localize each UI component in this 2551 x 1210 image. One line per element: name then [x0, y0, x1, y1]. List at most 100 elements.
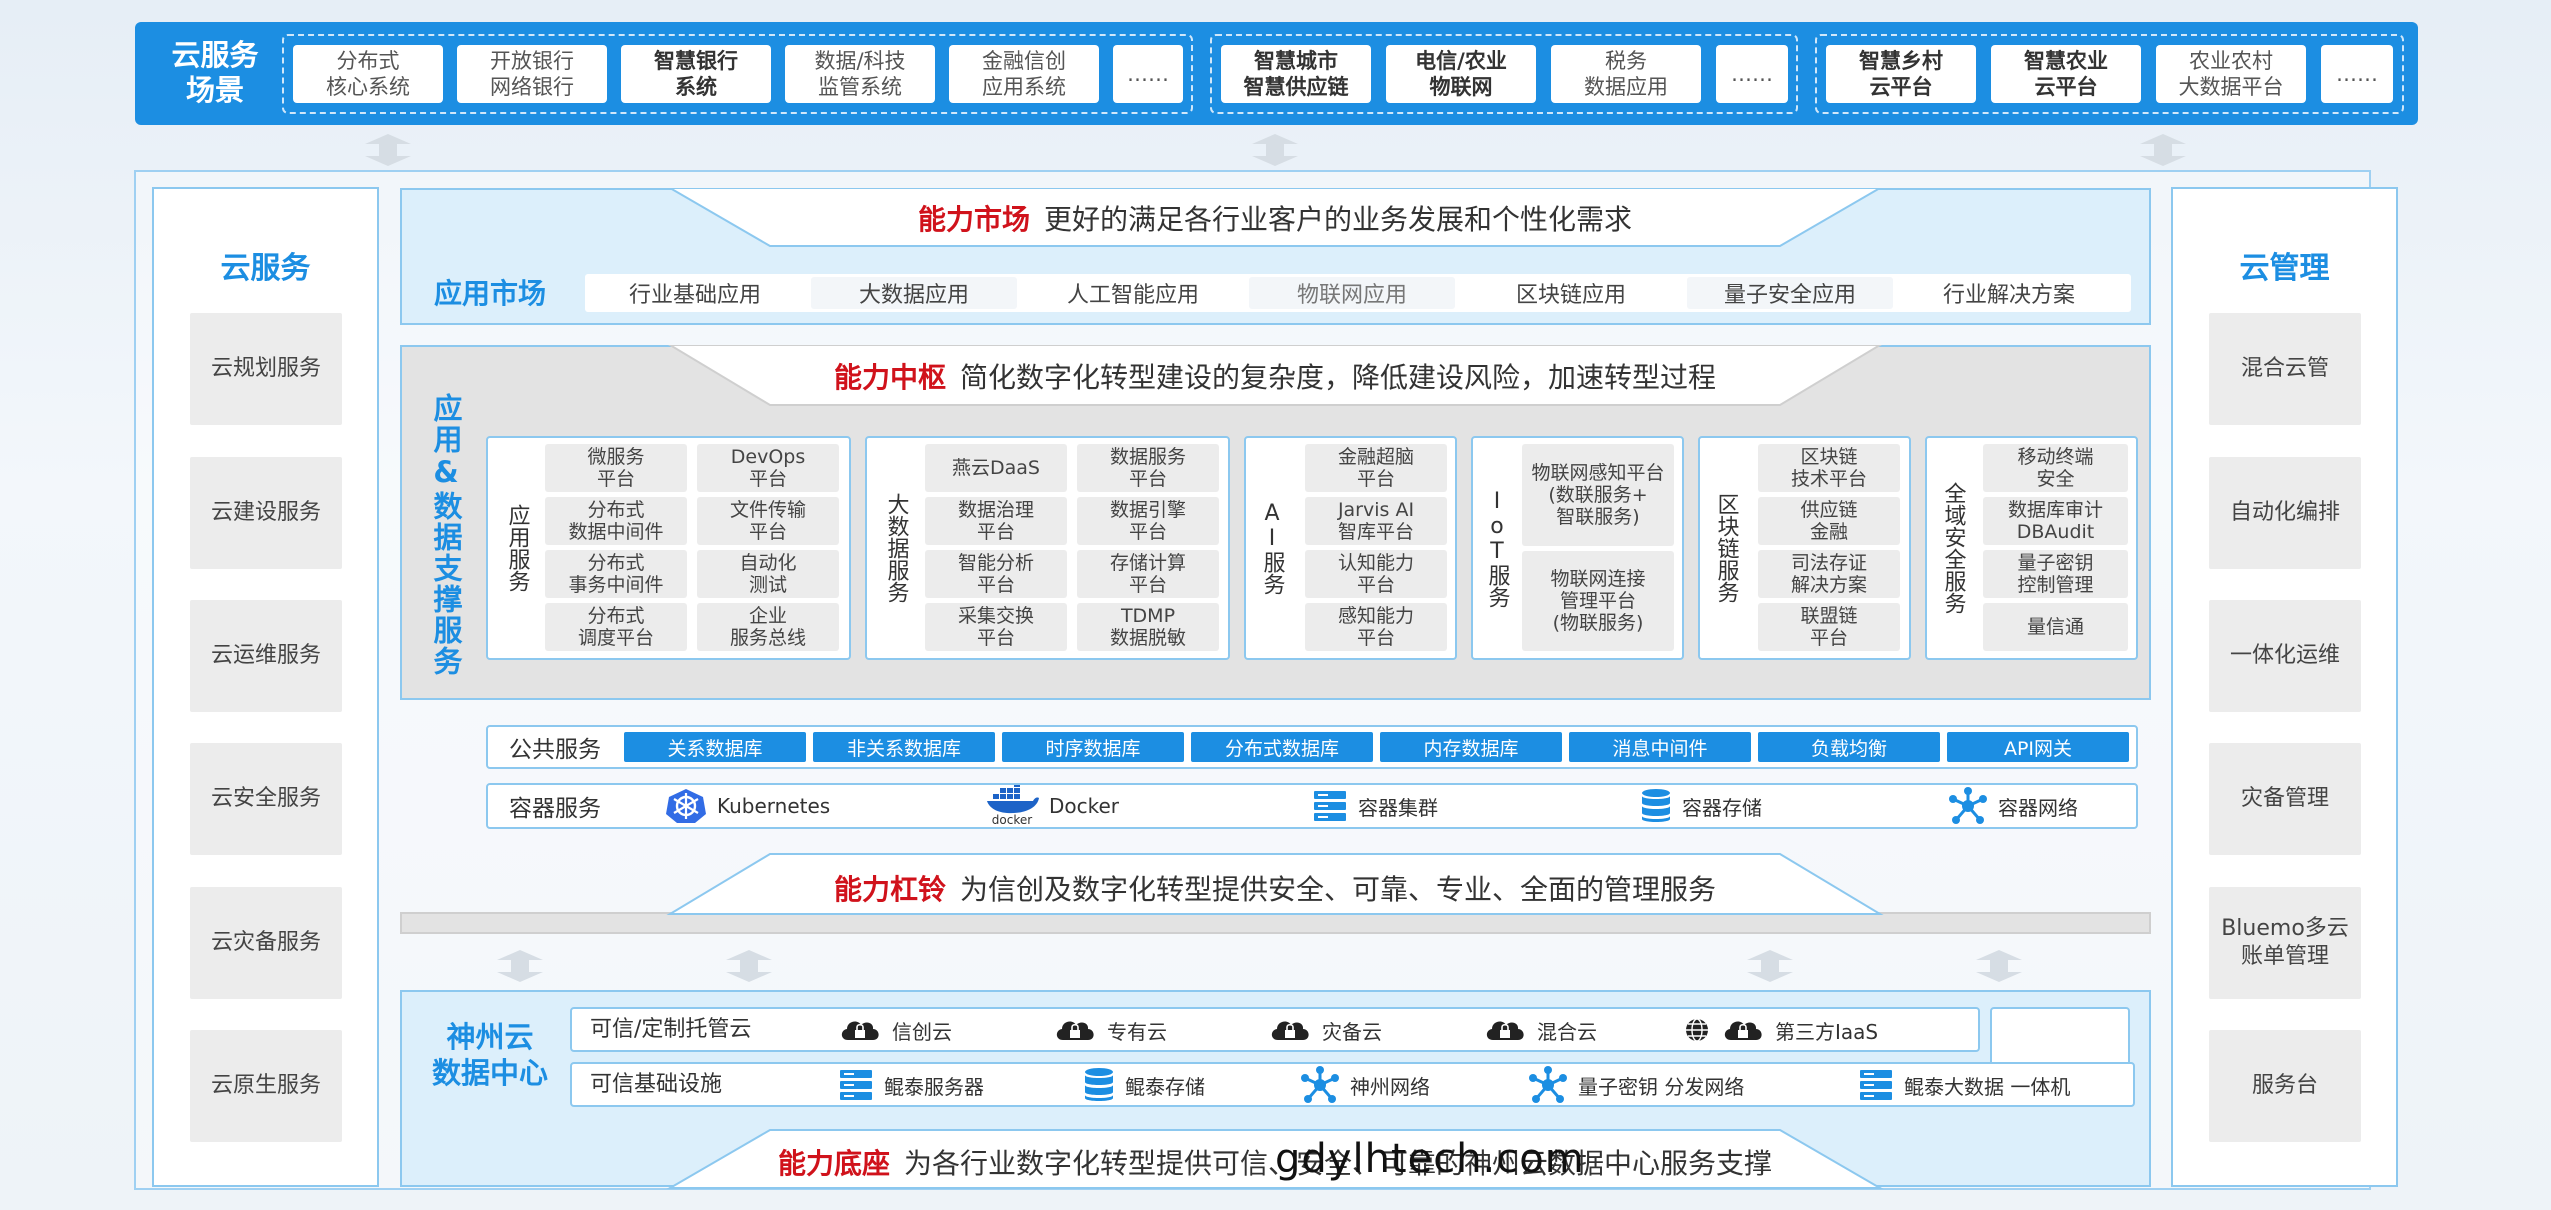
- cloud-management-item[interactable]: 服务台: [2209, 1030, 2361, 1142]
- service-cell[interactable]: 自动化 测试: [697, 550, 839, 598]
- trusted-cloud-label: 灾备云: [1322, 1019, 1382, 1044]
- container-item-kubernetes[interactable]: Kubernetes: [665, 787, 830, 825]
- service-cell[interactable]: 司法存证 解决方案: [1758, 550, 1900, 598]
- app-market-item[interactable]: 大数据应用: [811, 277, 1017, 309]
- service-cell[interactable]: 文件传输 平台: [697, 497, 839, 545]
- service-cell[interactable]: 存储计算 平台: [1077, 550, 1219, 598]
- container-item-docker[interactable]: docker Docker: [985, 785, 1119, 827]
- public-service-item[interactable]: 非关系数据库: [813, 732, 995, 762]
- scenario-item[interactable]: 农业农村 大数据平台: [2156, 45, 2306, 103]
- service-cell[interactable]: 采集交换 平台: [925, 603, 1067, 651]
- cloud-service-item[interactable]: 云规划服务: [190, 313, 342, 425]
- app-market-item[interactable]: 人工智能应用: [1030, 277, 1236, 309]
- service-cell[interactable]: 企业 服务总线: [697, 603, 839, 651]
- trusted-cloud-item[interactable]: 灾备云: [1268, 1014, 1382, 1046]
- service-cell[interactable]: 认知能力 平台: [1305, 550, 1447, 598]
- service-cell[interactable]: 分布式 数据中间件: [545, 497, 687, 545]
- public-service-item[interactable]: 消息中间件: [1569, 732, 1751, 762]
- scenario-item[interactable]: 智慧农业 云平台: [1991, 45, 2141, 103]
- scenario-item[interactable]: 数据/科技 监管系统: [785, 45, 935, 103]
- scenario-item[interactable]: 分布式 核心系统: [293, 45, 443, 103]
- blockchain-service-label: 区块链服务: [1713, 493, 1739, 603]
- trusted-cloud-label: 专有云: [1107, 1019, 1167, 1044]
- service-cell[interactable]: 智能分析 平台: [925, 550, 1067, 598]
- trusted-cloud-item[interactable]: 混合云: [1483, 1014, 1597, 1046]
- service-cell[interactable]: 量子密钥 控制管理: [1983, 550, 2128, 598]
- service-cell[interactable]: TDMP 数据脱敏: [1077, 603, 1219, 651]
- cloud-service-item[interactable]: 云原生服务: [190, 1030, 342, 1142]
- cloud-lock-icon: [1724, 1021, 1762, 1040]
- app-market-item[interactable]: 物联网应用: [1249, 277, 1455, 309]
- service-cell[interactable]: 分布式 事务中间件: [545, 550, 687, 598]
- scenario-item[interactable]: 金融信创 应用系统: [949, 45, 1099, 103]
- public-service-item[interactable]: 负载均衡: [1758, 732, 1940, 762]
- service-cell[interactable]: 联盟链 平台: [1758, 603, 1900, 651]
- scenario-item-more[interactable]: ……: [1716, 45, 1788, 103]
- cloud-management-item[interactable]: Bluemo多云 账单管理: [2209, 887, 2361, 999]
- scenario-item-more[interactable]: ……: [1113, 45, 1183, 103]
- public-service-item[interactable]: API网关: [1947, 732, 2129, 762]
- scenario-group-finance: [282, 34, 1193, 114]
- scenario-item[interactable]: 智慧银行 系统: [621, 45, 771, 103]
- cloud-service-item[interactable]: 云运维服务: [190, 600, 342, 712]
- updown-arrow-icon: [2140, 134, 2186, 166]
- service-cell[interactable]: 物联网感知平台 (数联服务+ 智联服务): [1522, 444, 1674, 546]
- scenario-group-city: [1210, 34, 1798, 114]
- app-market-item[interactable]: 行业解决方案: [1906, 277, 2112, 309]
- app-market-item[interactable]: 区块链应用: [1468, 277, 1674, 309]
- trusted-cloud-item[interactable]: 专有云: [1053, 1014, 1167, 1046]
- container-item-network[interactable]: 容器网络: [1948, 787, 2078, 825]
- app-market-item[interactable]: 行业基础应用: [592, 277, 798, 309]
- service-cell[interactable]: 数据引擎 平台: [1077, 497, 1219, 545]
- public-service-item[interactable]: 内存数据库: [1380, 732, 1562, 762]
- scenario-item[interactable]: 税务 数据应用: [1551, 45, 1701, 103]
- service-cell[interactable]: 数据治理 平台: [925, 497, 1067, 545]
- trusted-infra-item[interactable]: 鲲泰服务器: [838, 1066, 984, 1104]
- cloud-service-item[interactable]: 云灾备服务: [190, 887, 342, 999]
- service-cell[interactable]: 数据库审计 DBAudit: [1983, 497, 2128, 545]
- cloud-management-item[interactable]: 一体化运维: [2209, 600, 2361, 712]
- service-cell[interactable]: 微服务 平台: [545, 444, 687, 492]
- service-cell[interactable]: 移动终端 安全: [1983, 444, 2128, 492]
- app-market-item[interactable]: 量子安全应用: [1687, 277, 1893, 309]
- service-cell[interactable]: 量信通: [1983, 603, 2128, 651]
- public-service-item[interactable]: 时序数据库: [1002, 732, 1184, 762]
- service-cell[interactable]: 数据服务 平台: [1077, 444, 1219, 492]
- cloud-management-item[interactable]: 自动化编排: [2209, 457, 2361, 569]
- trusted-infra-item[interactable]: 鲲泰存储: [1083, 1066, 1205, 1104]
- scenario-item[interactable]: 开放银行 网络银行: [457, 45, 607, 103]
- public-service-item[interactable]: 分布式数据库: [1191, 732, 1373, 762]
- iot-service-label: IoT服务: [1484, 488, 1510, 608]
- trusted-cloud-item[interactable]: 第三方IaaS: [1683, 1014, 1878, 1046]
- network-icon: [1529, 1066, 1567, 1103]
- trusted-infra-item[interactable]: 量子密钥 分发网络: [1528, 1066, 1744, 1104]
- trusted-infra-item[interactable]: 鲲泰大数据 一体机: [1858, 1066, 2070, 1104]
- cloud-service-title: 云服务: [220, 251, 311, 286]
- cloud-lock-icon: [841, 1021, 879, 1040]
- service-cell[interactable]: 分布式 调度平台: [545, 603, 687, 651]
- scenario-item[interactable]: 智慧城市 智慧供应链: [1221, 45, 1371, 103]
- service-cell[interactable]: 供应链 金融: [1758, 497, 1900, 545]
- service-cell[interactable]: 燕云DaaS: [925, 444, 1067, 492]
- service-cell[interactable]: DevOps 平台: [697, 444, 839, 492]
- trusted-infra-item[interactable]: 神州网络: [1300, 1066, 1430, 1104]
- service-cell[interactable]: Jarvis AI 智库平台: [1305, 497, 1447, 545]
- scenario-item[interactable]: 电信/农业 物联网: [1386, 45, 1536, 103]
- scenario-item-more[interactable]: ……: [2321, 45, 2393, 103]
- database-icon: [1642, 789, 1670, 822]
- cloud-service-item[interactable]: 云建设服务: [190, 457, 342, 569]
- container-item-storage[interactable]: 容器存储: [1640, 787, 1762, 825]
- cloud-management-item[interactable]: 灾备管理: [2209, 743, 2361, 855]
- service-cell[interactable]: 金融超脑 平台: [1305, 444, 1447, 492]
- trusted-cloud-item[interactable]: 信创云: [838, 1014, 952, 1046]
- cloud-lock-icon: [1486, 1021, 1524, 1040]
- cloud-management-item[interactable]: 混合云管: [2209, 313, 2361, 425]
- scenario-item[interactable]: 智慧乡村 云平台: [1826, 45, 1976, 103]
- container-item-cluster[interactable]: 容器集群: [1312, 787, 1438, 825]
- cloud-service-item[interactable]: 云安全服务: [190, 743, 342, 855]
- public-service-item[interactable]: 关系数据库: [624, 732, 806, 762]
- service-cell[interactable]: 区块链 技术平台: [1758, 444, 1900, 492]
- service-cell[interactable]: 物联网连接 管理平台 (物联服务): [1522, 551, 1674, 651]
- cloud-lock-icon: [1056, 1021, 1094, 1040]
- service-cell[interactable]: 感知能力 平台: [1305, 603, 1447, 651]
